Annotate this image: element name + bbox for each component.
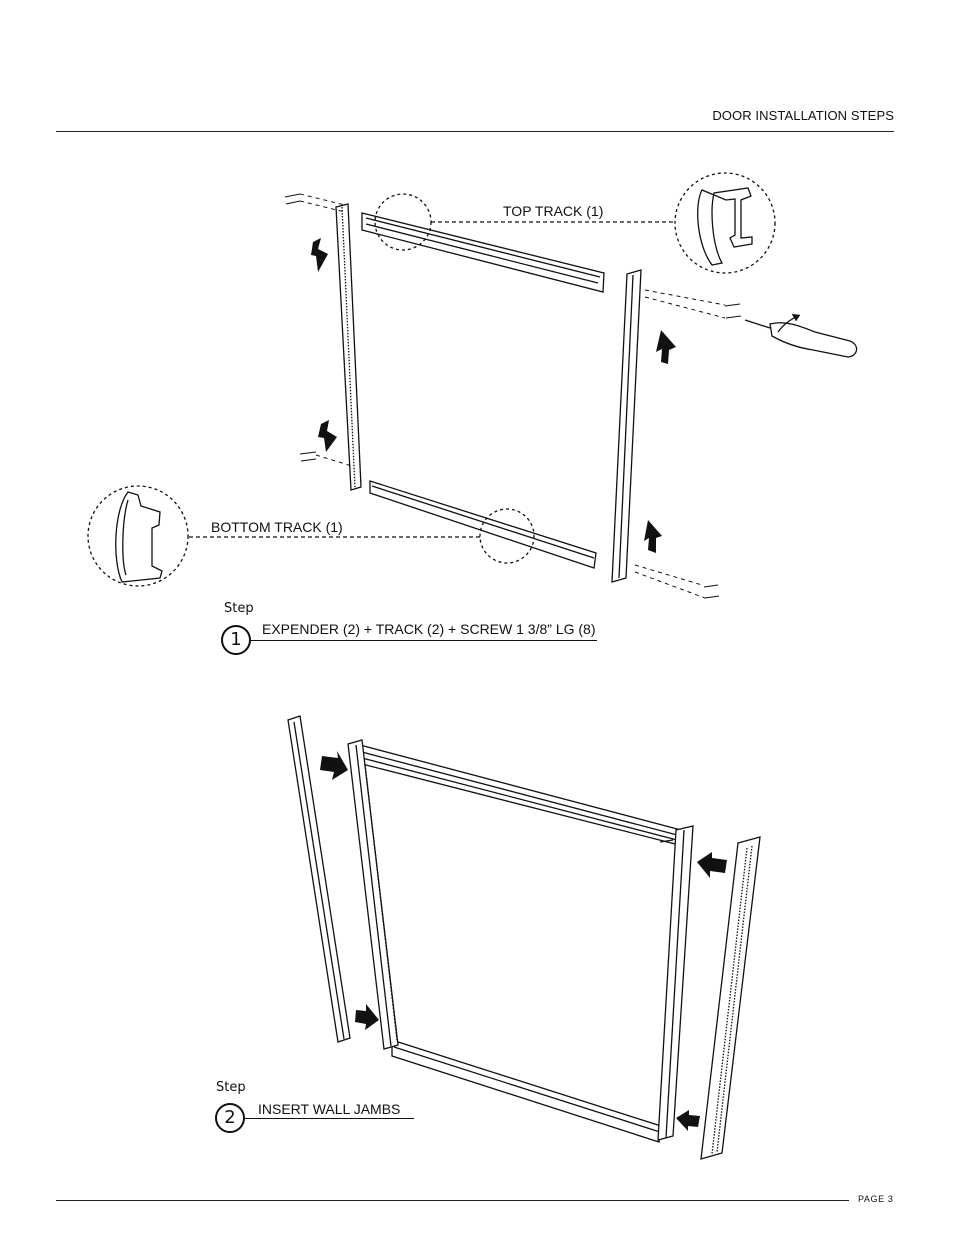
screwdriver-icon bbox=[744, 313, 858, 358]
top-track bbox=[361, 212, 605, 293]
section-title: DOOR INSTALLATION STEPS bbox=[712, 108, 894, 123]
right-wall-jamb bbox=[700, 836, 761, 1160]
footer-rule bbox=[56, 1200, 849, 1201]
step1-number-badge: 1 bbox=[221, 625, 251, 655]
step2-instruction: INSERT WALL JAMBS bbox=[258, 1101, 401, 1117]
left-wall-jamb bbox=[287, 715, 351, 1043]
step1-word: Step bbox=[224, 601, 254, 616]
bottom-track-detail-marker bbox=[479, 508, 535, 564]
step1-figure bbox=[87, 172, 858, 599]
step1-underline bbox=[251, 640, 597, 641]
top-track-profile-detail bbox=[674, 172, 776, 274]
step2-figure bbox=[287, 715, 761, 1160]
step2-underline bbox=[245, 1118, 414, 1119]
top-track-label: TOP TRACK (1) bbox=[503, 203, 604, 219]
bottom-track-profile-detail bbox=[87, 485, 189, 587]
left-expander bbox=[335, 203, 362, 491]
page-number: PAGE 3 bbox=[858, 1194, 894, 1204]
step1-arrows bbox=[311, 238, 676, 553]
step1-instruction: EXPENDER (2) + TRACK (2) + SCREW 1 3/8” … bbox=[262, 621, 596, 637]
step2-word: Step bbox=[216, 1080, 246, 1095]
step2-number-badge: 2 bbox=[215, 1103, 245, 1133]
right-expander bbox=[611, 269, 642, 583]
bottom-track-label: BOTTOM TRACK (1) bbox=[211, 519, 343, 535]
header-rule bbox=[56, 131, 894, 132]
step2-arrows bbox=[320, 751, 727, 1131]
door-frame bbox=[347, 739, 694, 1143]
screws bbox=[284, 193, 742, 599]
